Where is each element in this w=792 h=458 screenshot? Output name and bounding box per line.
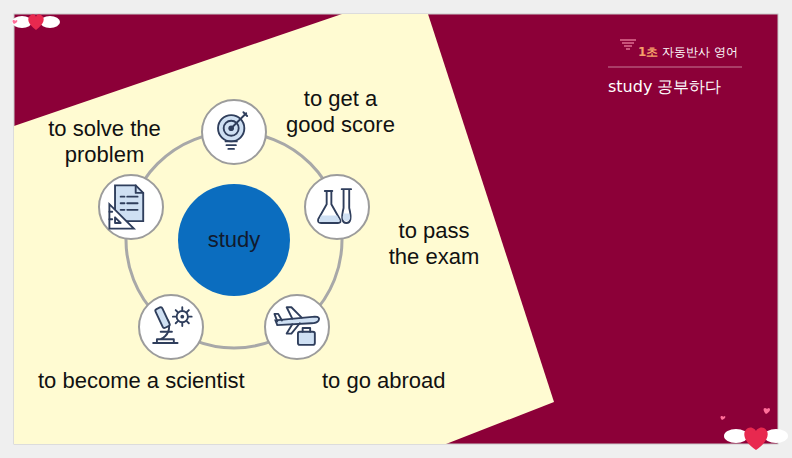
heart-decoration <box>12 14 60 30</box>
center-circle: study <box>178 184 290 296</box>
center-label: study <box>208 227 261 253</box>
icon-circle: to get a good score <box>201 99 267 165</box>
icon-circle: to go abroad <box>264 294 330 360</box>
title-underline <box>608 67 742 68</box>
series-name: 자동반사 영어 <box>662 44 738 61</box>
doc-icon <box>100 176 162 238</box>
caption: to go abroad <box>322 368 446 394</box>
micro-icon <box>140 296 202 358</box>
heart-decoration <box>721 408 789 450</box>
icon-circle: to become a scientist <box>138 294 204 360</box>
flask-icon <box>306 176 368 238</box>
triangle-mark <box>620 40 636 49</box>
slide-heading: study 공부하다 <box>608 77 721 98</box>
icon-circle: to pass the exam <box>304 174 370 240</box>
caption: to solve the problem <box>32 116 177 169</box>
caption: to pass the exam <box>384 218 484 271</box>
series-name: 1초 <box>638 44 658 61</box>
caption: to become a scientist <box>38 368 245 394</box>
plane-icon <box>266 296 328 358</box>
icon-circle: to solve the problem <box>98 174 164 240</box>
caption: to get a good score <box>278 86 403 139</box>
bulb-icon <box>203 101 265 163</box>
